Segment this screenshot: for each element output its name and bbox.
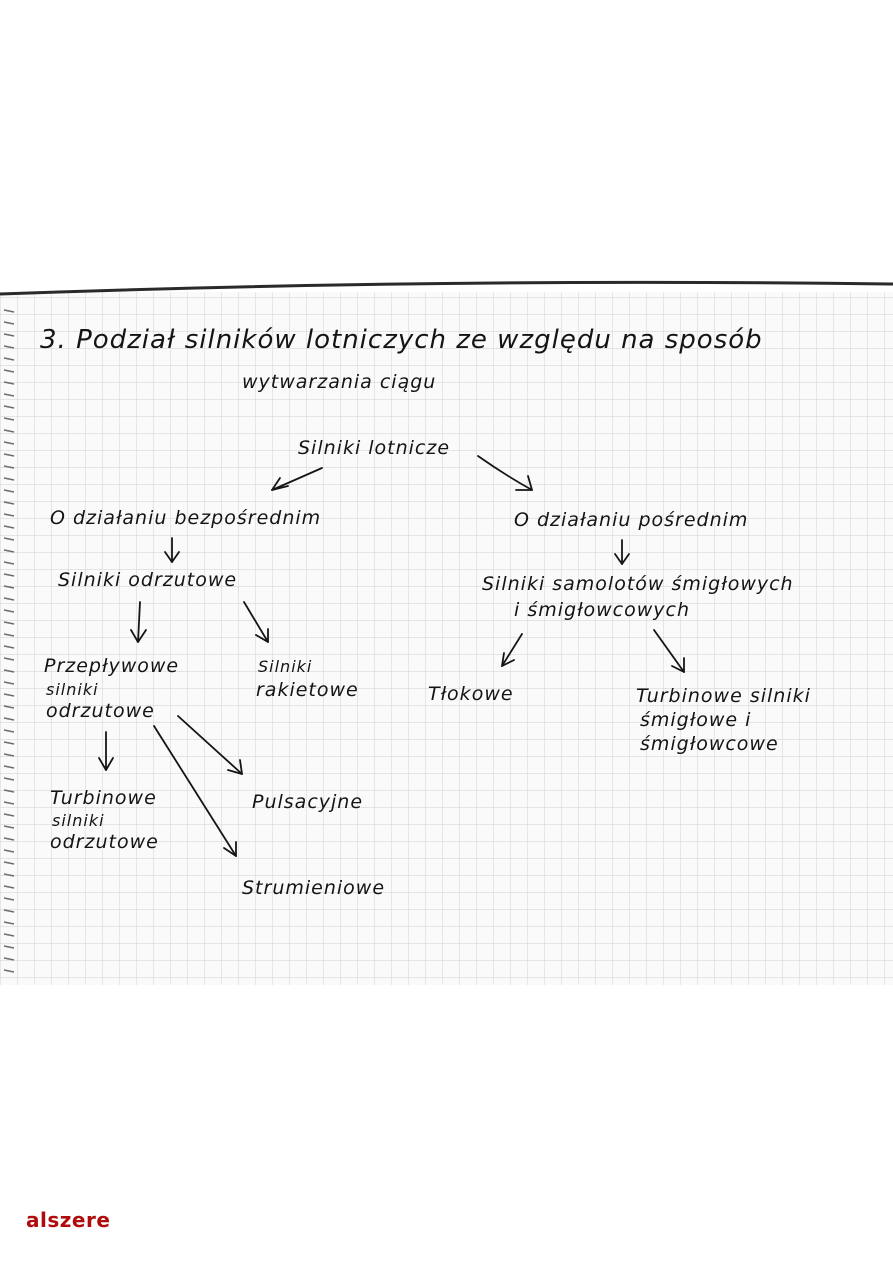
note-title-line-2: wytwarzania ciągu [242,371,436,393]
arrow-leaf-a-to-pulsacyjne [177,715,243,775]
arrow-child-to-leaf-a [130,601,147,643]
arrow-leaf-a-to-turbinowe [98,731,114,771]
left-branch-label: O działaniu bezpośrednim [50,507,321,529]
leaf-rakietowe-line-1: Silniki [258,657,312,676]
root-node: Silniki lotnicze [298,437,450,459]
right-leaf-turbinowe-line-2: śmigłowe i [640,709,751,731]
arrow-left-to-child [164,537,180,563]
leaf-rakietowe-line-2: rakietowe [256,679,359,701]
notebook-photo: 3. Podział silników lotniczych ze względ… [0,280,893,985]
sub-pulsacyjne: Pulsacyjne [252,791,363,813]
right-leaf-turbinowe-line-1: Turbinowe silniki [636,685,811,707]
right-leaf-turbinowe-line-3: śmigłowcowe [640,733,779,755]
arrow-child-to-leaf-b [243,601,269,643]
arrow-leaf-a-to-strumieniowe [153,725,237,857]
sub-turbinowe-line-3: odrzutowe [50,831,159,853]
leaf-przeplywowe-line-1: Przepływowe [44,655,179,677]
left-branch-child: Silniki odrzutowe [58,569,237,591]
sub-turbinowe-line-2: silniki [52,811,105,830]
arrow-right-to-child [614,539,630,565]
arrow-right-to-tlokowe [501,633,523,667]
spiral-binding [3,309,15,973]
paper-top-edge [0,280,893,296]
author-watermark: alszere [26,1208,111,1232]
right-child-line-1: Silniki samolotów śmigłowych [482,573,794,595]
right-branch-label: O działaniu pośrednim [514,509,748,531]
leaf-przeplywowe-line-3: odrzutowe [46,700,155,722]
grid-lines [0,292,893,985]
right-leaf-tlokowe: Tłokowe [428,683,514,705]
arrow-root-left [271,467,323,491]
leaf-przeplywowe-line-2: silniki [46,680,99,699]
arrow-root-right [477,455,533,491]
sub-strumieniowe: Strumieniowe [242,877,385,899]
right-child-line-2: i śmigłowcowych [514,599,690,621]
sub-turbinowe-line-1: Turbinowe [50,787,157,809]
note-title-line-1: 3. Podział silników lotniczych ze względ… [40,325,763,355]
arrow-right-to-turbinowe [653,629,685,673]
